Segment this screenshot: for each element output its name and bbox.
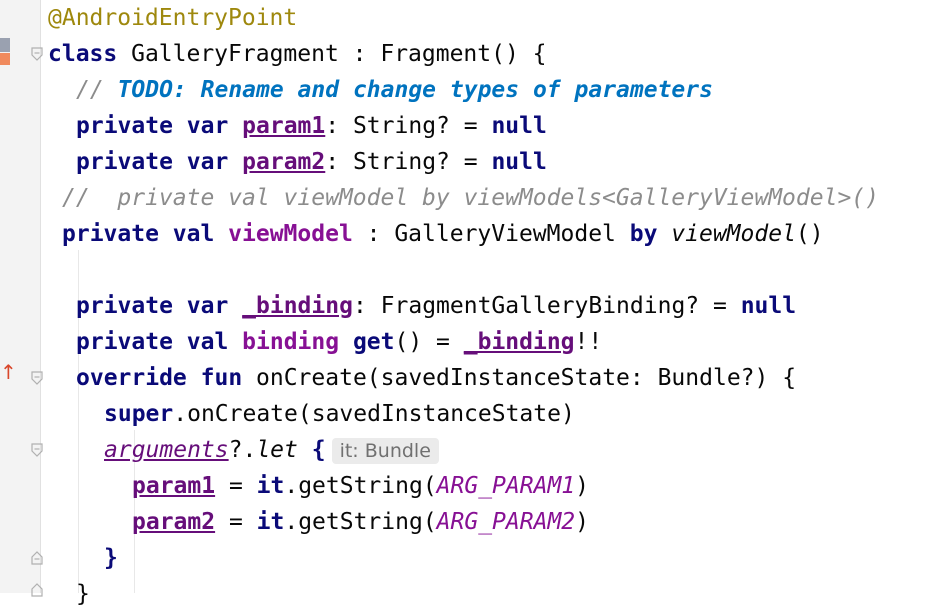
code-line[interactable]: super.onCreate(savedInstanceState) [104, 396, 575, 432]
code-token: .onCreate(savedInstanceState) [173, 401, 575, 427]
code-token: { [297, 437, 326, 463]
code-token: ARG_PARAM2 [436, 509, 576, 535]
code-token: : String? = [325, 113, 492, 139]
code-token: by [629, 221, 672, 247]
code-token: () [795, 221, 824, 247]
code-token: viewModel [228, 221, 353, 247]
code-token: = [215, 473, 257, 499]
code-line[interactable]: } [104, 540, 118, 576]
fold-class-icon[interactable] [30, 47, 44, 61]
code-token: .getString( [284, 509, 437, 535]
code-token: private var [76, 293, 243, 319]
code-token: param1 [132, 473, 216, 499]
code-token: = [215, 509, 257, 535]
indent-guide [134, 430, 135, 593]
code-token: class [48, 41, 118, 67]
code-token: viewModel [671, 221, 796, 247]
code-token: override fun [76, 365, 257, 391]
code-token: : String? = [325, 149, 492, 175]
code-token: binding [242, 329, 353, 355]
code-token: it [256, 509, 285, 535]
code-token: _binding [242, 293, 353, 319]
code-token: ) [575, 473, 590, 499]
code-token: } [104, 545, 118, 571]
change-marker [0, 53, 10, 65]
code-line[interactable]: } [76, 576, 90, 612]
code-line[interactable]: override fun onCreate(savedInstanceState… [76, 360, 796, 396]
code-line[interactable]: arguments?.let {it: Bundle [104, 432, 439, 468]
code-token: get [352, 329, 395, 355]
code-token: onCreate(savedInstanceState: Bundle?) { [256, 365, 797, 391]
code-line[interactable]: param2 = it.getString(ARG_PARAM2) [132, 504, 589, 540]
code-line[interactable]: private val binding get() = _binding!! [76, 324, 602, 360]
fold-let-icon[interactable] [30, 443, 44, 457]
code-token: // [76, 77, 118, 103]
code-token: null [491, 113, 547, 139]
code-line[interactable]: class GalleryFragment : Fragment() { [48, 36, 547, 72]
code-line[interactable]: private var param1: String? = null [76, 108, 547, 144]
code-token: TODO: Rename and change types of paramet… [117, 77, 713, 103]
code-token: null [740, 293, 797, 319]
bookmark-marker [0, 38, 10, 52]
code-token: it [256, 473, 285, 499]
code-line[interactable]: // private val viewModel by viewModels<G… [62, 180, 879, 216]
code-token: null [491, 149, 547, 175]
code-token: private val [76, 329, 243, 355]
code-token: () = [394, 329, 464, 355]
code-line[interactable]: param1 = it.getString(ARG_PARAM1) [132, 468, 589, 504]
code-token: GalleryFragment : Fragment() { [117, 41, 547, 67]
code-token: private val [62, 221, 229, 247]
code-token: ARG_PARAM1 [436, 473, 576, 499]
code-token: param2 [132, 509, 216, 535]
code-token: let [256, 437, 298, 463]
code-token: // private val viewModel by viewModels<G… [62, 185, 879, 211]
code-token: _binding [463, 329, 575, 355]
code-token: arguments [104, 437, 229, 463]
code-token: ) [575, 509, 590, 535]
inlay-type-hint: it: Bundle [331, 437, 439, 464]
code-token: ?. [228, 437, 257, 463]
code-token: !! [574, 329, 603, 355]
fold-end-oncreate-icon[interactable] [30, 583, 44, 597]
fold-end-let-icon[interactable] [30, 551, 44, 565]
code-token: param2 [242, 149, 326, 175]
code-token: } [76, 581, 90, 607]
editor-gutter[interactable]: ↑ [0, 0, 44, 597]
code-token: .getString( [284, 473, 437, 499]
code-token: @AndroidEntryPoint [48, 5, 298, 31]
code-token: private var [76, 149, 243, 175]
indent-guide [78, 250, 79, 593]
code-token: : FragmentGalleryBinding? = [352, 293, 741, 319]
code-token: : GalleryViewModel [352, 221, 630, 247]
code-line[interactable]: private var _binding: FragmentGalleryBin… [76, 288, 796, 324]
code-line[interactable]: @AndroidEntryPoint [48, 0, 297, 36]
code-token: private var [76, 113, 243, 139]
code-token: param1 [242, 113, 326, 139]
override-arrow-icon[interactable]: ↑ [0, 360, 17, 384]
code-line[interactable]: private var param2: String? = null [76, 144, 547, 180]
code-line[interactable]: // TODO: Rename and change types of para… [76, 72, 713, 108]
code-token: super [104, 401, 174, 427]
fold-oncreate-icon[interactable] [30, 371, 44, 385]
code-line[interactable]: private val viewModel : GalleryViewModel… [62, 216, 824, 252]
